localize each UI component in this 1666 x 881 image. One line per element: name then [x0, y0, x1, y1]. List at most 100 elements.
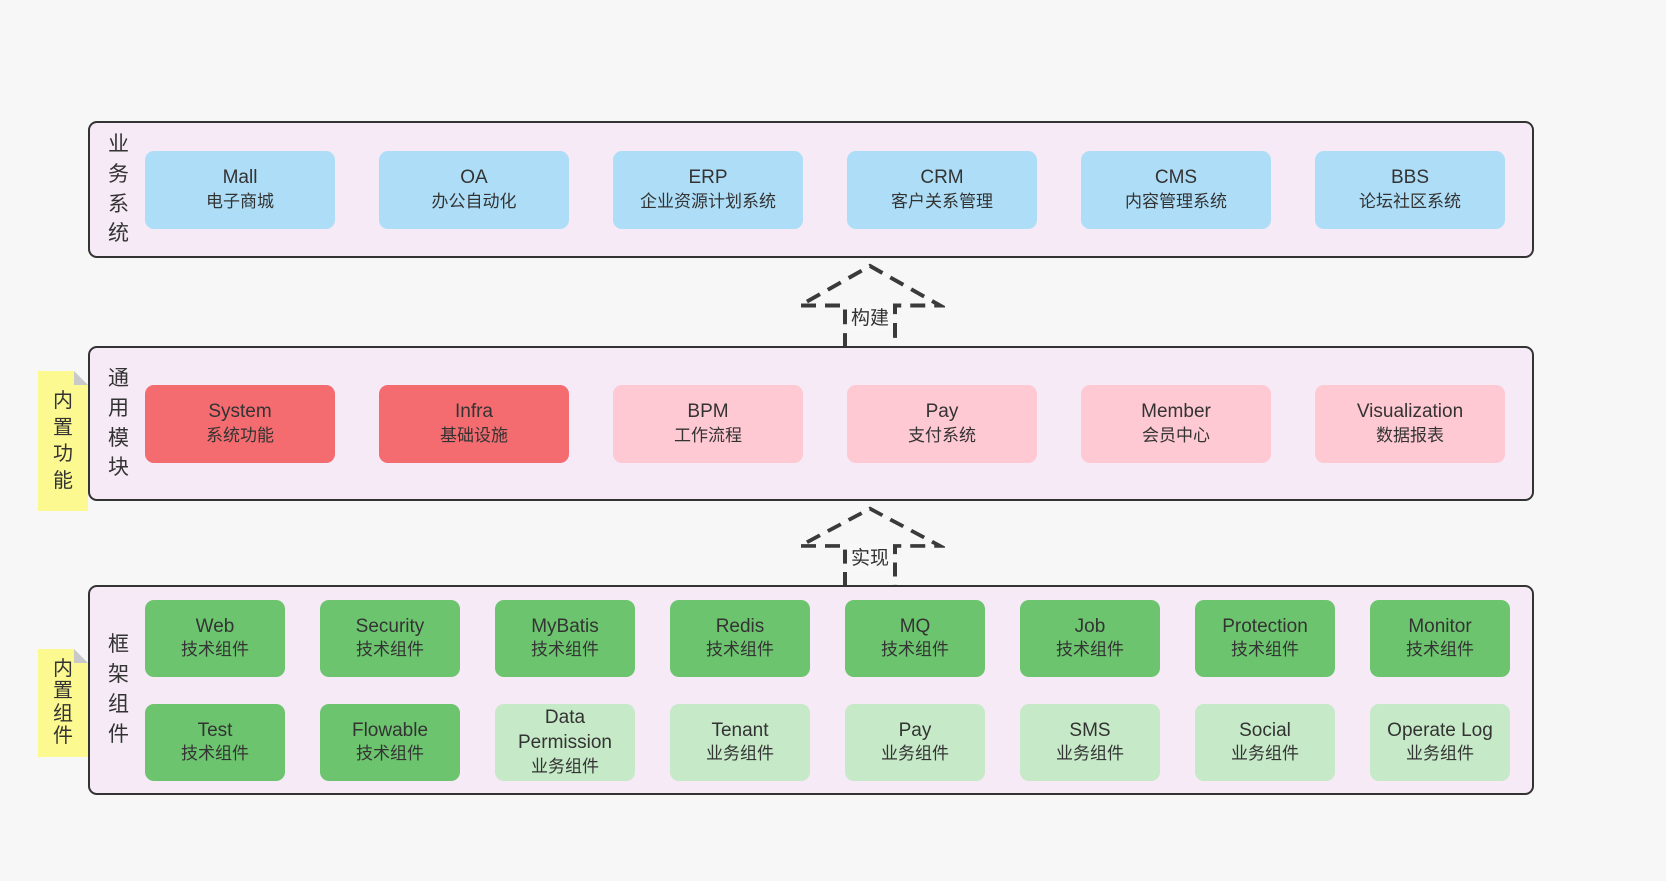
box-title-zh: 技术组件	[1056, 640, 1124, 660]
up-arrow-shape	[795, 506, 945, 586]
arrow-build: 构建	[795, 261, 945, 348]
box-social: Social 业务组件	[1195, 703, 1335, 781]
box-protection: Protection 技术组件	[1195, 599, 1335, 677]
box-title-en: Member	[1141, 401, 1211, 423]
box-title-zh: 系统功能	[206, 425, 274, 445]
box-pay: Pay 业务组件	[845, 703, 985, 781]
sticky-note-framework-components: 内置组件	[38, 649, 88, 757]
box-title-en: Operate Log	[1387, 719, 1493, 741]
box-title-zh: 技术组件	[706, 640, 774, 660]
box-title-en: Mall	[222, 167, 258, 189]
box-title-zh: 技术组件	[181, 744, 249, 764]
sticky-note-label: 内置组件	[53, 658, 73, 748]
band-label: 通用模块	[108, 366, 129, 480]
box-monitor: Monitor 技术组件	[1370, 599, 1510, 677]
band-label: 业务系统	[108, 132, 129, 246]
box-security: Security 技术组件	[320, 599, 460, 677]
band-framework-components: 框架组件 Web 技术组件 Security 技术组件 MyBatis 技术组件 Redis 技…	[88, 585, 1534, 795]
box-title-en: CMS	[1154, 167, 1198, 189]
arrow-implement: 实现	[795, 504, 945, 586]
box-title-en: Web	[195, 615, 235, 637]
box-flowable: Flowable 技术组件	[320, 703, 460, 781]
box-title-zh: 数据报表	[1376, 425, 1444, 445]
box-title-en: BBS	[1390, 167, 1430, 189]
box-title-zh: 业务组件	[1056, 744, 1124, 764]
box-sms: SMS 业务组件	[1020, 703, 1160, 781]
box-title-en: Tenant	[711, 719, 769, 741]
box-mq: MQ 技术组件	[845, 599, 985, 677]
box-title-zh: 技术组件	[1406, 640, 1474, 660]
box-title-en: OA	[460, 167, 488, 189]
box-title-en: Pay	[925, 401, 959, 423]
box-title-zh: 业务组件	[1406, 744, 1474, 764]
box-title-en: SMS	[1069, 719, 1111, 741]
box-title-en: Protection	[1222, 615, 1308, 637]
box-title-zh: 技术组件	[1231, 640, 1299, 660]
arrow-label: 构建	[847, 302, 893, 330]
box-title-en: System	[208, 401, 272, 423]
box-operate-log: Operate Log 业务组件	[1370, 703, 1510, 781]
box-title-en: MyBatis	[531, 615, 599, 637]
box-redis: Redis 技术组件	[670, 599, 810, 677]
box-title-en: Data Permission	[518, 707, 612, 753]
box-title-zh: 工作流程	[674, 425, 742, 445]
up-arrow-shape	[795, 263, 945, 348]
box-title-zh: 业务组件	[1231, 744, 1299, 764]
box-title-zh: 业务组件	[531, 756, 599, 776]
box-title-en: Social	[1239, 719, 1291, 741]
box-title-zh: 内容管理系统	[1125, 191, 1227, 211]
arrow-label: 实现	[847, 543, 893, 571]
band-label: 框架组件	[108, 633, 129, 746]
box-title-zh: 办公自动化	[431, 191, 517, 211]
box-title-zh: 企业资源计划系统	[640, 191, 776, 211]
box-title-en: Monitor	[1408, 615, 1472, 637]
box-job: Job 技术组件	[1020, 599, 1160, 677]
box-title-en: Job	[1074, 615, 1106, 637]
box-title-en: BPM	[687, 401, 729, 423]
box-title-en: Visualization	[1356, 401, 1464, 423]
box-title-en: CRM	[920, 167, 964, 189]
box-title-zh: 技术组件	[356, 640, 424, 660]
box-title-en: Redis	[715, 615, 765, 637]
box-title-zh: 业务组件	[881, 744, 949, 764]
box-title-zh: 技术组件	[881, 640, 949, 660]
box-web: Web 技术组件	[145, 599, 285, 677]
box-title-zh: 论坛社区系统	[1359, 191, 1461, 211]
box-data-permission: Data Permission 业务组件	[495, 703, 635, 781]
box-title-zh: 会员中心	[1142, 425, 1210, 445]
box-title-zh: 技术组件	[356, 744, 424, 764]
sticky-note-common-modules: 内置功能	[38, 371, 88, 512]
box-title-en: MQ	[899, 615, 931, 637]
box-mybatis: MyBatis 技术组件	[495, 599, 635, 677]
box-title-zh: 技术组件	[181, 640, 249, 660]
box-title-en: Pay	[898, 719, 932, 741]
box-title-zh: 技术组件	[531, 640, 599, 660]
sticky-note-label: 内置功能	[53, 390, 73, 492]
box-title-en: ERP	[688, 167, 728, 189]
box-title-zh: 基础设施	[440, 425, 508, 445]
box-title-en: Security	[355, 615, 425, 637]
box-title-en: Flowable	[351, 719, 429, 741]
